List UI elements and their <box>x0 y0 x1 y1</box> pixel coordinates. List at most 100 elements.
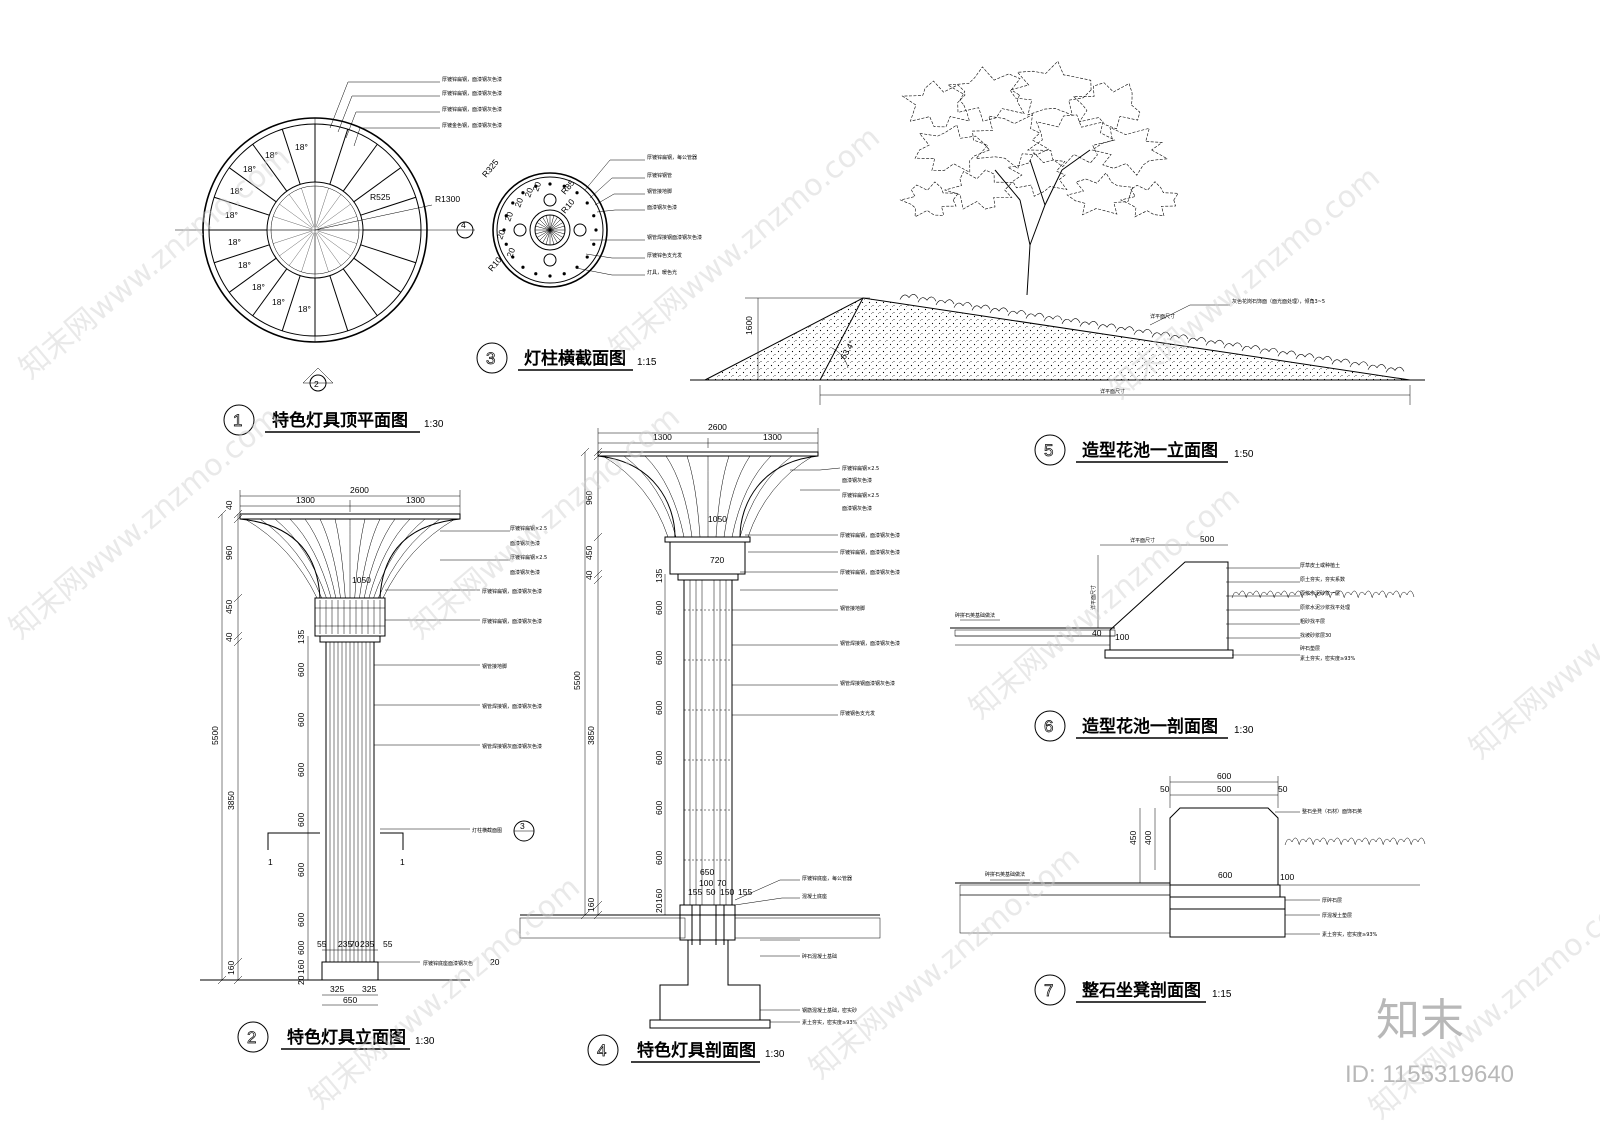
note: 混凝土底座 <box>802 893 827 900</box>
dim-mid: 1050 <box>352 575 371 585</box>
bottom-dim: 详平面尺寸 <box>1100 388 1125 395</box>
dim-bottom: 100 <box>699 878 713 888</box>
dim: 50 <box>1160 784 1170 794</box>
note: 详平面尺寸 <box>1150 313 1175 320</box>
dim-left: 960 <box>584 491 594 505</box>
dim-seg: 135 <box>296 630 306 644</box>
note: 原浆水泥沙浆找平处理 <box>1300 604 1350 611</box>
dim-left: 5500 <box>210 726 220 745</box>
drawing-number: 3 <box>486 349 495 368</box>
radius-inner-label: R525 <box>370 192 391 202</box>
note: 面漆钢灰色漆 <box>842 505 872 512</box>
note: 厚镀锌扁钢，面漆钢灰色漆 <box>840 532 900 539</box>
watermark-text: 知末网www.znzmo.com <box>403 400 687 646</box>
dim-bottom: 55 <box>317 939 327 949</box>
cut-label: 1 <box>268 857 273 867</box>
dim-seg: 135 <box>654 569 664 583</box>
dim-label: R10 <box>559 197 577 216</box>
drawing-title: 造型花池一立面图 <box>1082 440 1218 461</box>
dim-bottom: 50 <box>706 887 716 897</box>
note: 素土夯实，密实度≥93% <box>802 1019 858 1026</box>
drawing-title: 特色灯具立面图 <box>287 1027 406 1048</box>
drawing-title: 特色灯具剖面图 <box>637 1040 756 1061</box>
drawing-2-elevation: 2600 1300 1300 1050 40 960 450 40 5500 3… <box>200 485 547 1053</box>
note: 厚镀金色钢，面漆钢灰色漆 <box>442 122 502 129</box>
dim-left: 160 <box>226 961 236 975</box>
dim-label: 20 <box>530 180 543 193</box>
dim-top: 1300 <box>763 432 782 442</box>
angle-label: 18° <box>295 142 308 152</box>
dim-bottom: 70 <box>717 878 727 888</box>
angle-label: 18° <box>252 282 265 292</box>
angle-label: 18° <box>225 210 238 220</box>
dim-label: R325 <box>480 157 501 179</box>
drawing-6-planter-section: 详平面尺寸 500 40 100 详平面尺寸 碎拼石英基础做法 厚草皮土或种植土… <box>950 534 1415 742</box>
dim: 详平面尺寸 <box>1130 537 1155 544</box>
dim-left: 450 <box>224 600 234 614</box>
dim-seg: 600 <box>296 713 306 727</box>
note: 碎石垫层 <box>1300 645 1320 652</box>
drawing-4-section: 2600 1300 1300 1050 720 960 450 40 5500 … <box>519 422 900 1066</box>
dim-bottom: 325 <box>362 984 376 994</box>
note: 碎拼石英基础做法 <box>955 612 995 619</box>
dim-bottom: 650 <box>343 995 357 1005</box>
drawing-number: 5 <box>1044 441 1053 460</box>
drawing-3-cross-section: R325 R85 R10 R10 20 20 20 20 20 20 厚镀锌扁钢… <box>476 154 702 374</box>
dim: 600 <box>1217 771 1231 781</box>
dim-left: 40 <box>224 500 234 510</box>
dim-seg: 160 <box>296 960 306 974</box>
note: 厚草皮土或种植土 <box>1300 562 1340 569</box>
note: 碎石混凝土基础 <box>802 953 837 960</box>
note: 钢管焊接钢面漆钢灰色漆 <box>647 234 702 241</box>
drawing-title: 灯柱横截面图 <box>524 348 626 369</box>
dim-seg: 600 <box>654 651 664 665</box>
dim-bottom: 155 <box>738 887 752 897</box>
drawing-number: 6 <box>1044 717 1053 736</box>
dim-bottom: 70 <box>350 939 360 949</box>
dim: 100 <box>1115 632 1129 642</box>
dim: 50 <box>1278 784 1288 794</box>
note: 灰色花岗石饰面（面光面处理），倾角3~5 <box>1232 298 1325 305</box>
dim-left: 40 <box>584 570 594 580</box>
dim-bottom: 325 <box>330 984 344 994</box>
note: 厚镀锌扁钢×2.5 <box>842 492 879 499</box>
watermark-text: 知末网www.znzmo.com <box>3 400 287 646</box>
dim-seg: 600 <box>296 663 306 677</box>
dim-seg: 600 <box>654 751 664 765</box>
dim-seg: 600 <box>296 941 306 955</box>
note: 素土夯实，密实度≥93% <box>1322 931 1378 938</box>
dim-seg: 20 <box>296 975 306 985</box>
note: 20 <box>490 957 500 967</box>
image-id: ID: 1155319640 <box>1345 1061 1514 1088</box>
angle-label: 18° <box>228 237 241 247</box>
dim-seg: 600 <box>654 601 664 615</box>
tree-illustration <box>899 60 1405 373</box>
note: 厚混凝土垫层 <box>1322 912 1352 919</box>
dim-bottom: 235 <box>338 939 352 949</box>
note: 钢管焊接钢，面漆钢灰色漆 <box>482 703 542 710</box>
note: 钢筋混凝土基础，密实砂 <box>802 1007 857 1014</box>
note: 碎拼石英基础做法 <box>985 871 1025 878</box>
watermark-text: 知末网www.znzmo.com <box>303 870 587 1116</box>
note: 灯柱横截面图 <box>472 827 502 834</box>
dim: 100 <box>1280 872 1294 882</box>
dim-left: 3850 <box>586 726 596 745</box>
dim: 500 <box>1200 534 1214 544</box>
note: 厚镀锌扁钢×2.5 <box>510 554 547 561</box>
dim-bottom: 55 <box>383 939 393 949</box>
dim-left: 960 <box>224 546 234 560</box>
dim: 600 <box>1218 870 1232 880</box>
dim-top: 1300 <box>296 495 315 505</box>
dim-left: 40 <box>224 632 234 642</box>
dim-seg: 20 <box>654 903 664 913</box>
callout-3: 3 <box>520 821 525 831</box>
watermark-text: 知末网www.znzmo.com <box>963 480 1247 726</box>
dim-label: 20 <box>504 246 517 259</box>
note: 原浆水泥砂浆一层 <box>1300 590 1340 597</box>
drawing-5-planter-elevation: 1600 63.4° 详平面尺寸 详平面尺寸 灰色花岗石饰面（面光面处理），倾角… <box>690 60 1425 466</box>
note: 原土夯实，夯实系数 <box>1300 576 1345 583</box>
watermark-layer: 知末网www.znzmo.com 知末网www.znzmo.com 知末网www… <box>3 120 1600 1126</box>
dim-bottom: 150 <box>720 887 734 897</box>
note: 钢管焊接钢面漆钢灰色漆 <box>840 680 895 687</box>
note: 厚镀锌扁钢，面漆钢灰色漆 <box>442 90 502 97</box>
